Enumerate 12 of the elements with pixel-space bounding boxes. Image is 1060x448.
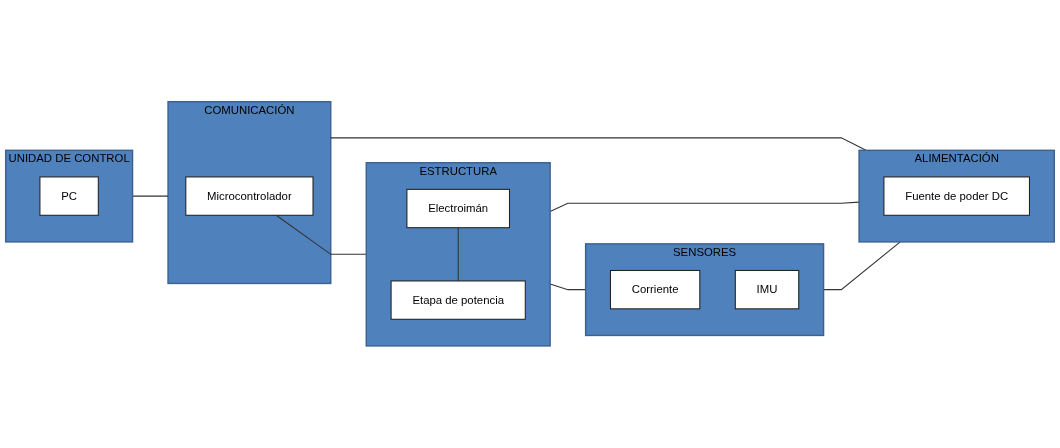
connector — [275, 214, 367, 256]
connector — [132, 195, 169, 197]
node-box: Microcontrolador — [185, 176, 314, 216]
node-box: Fuente de poder DC — [883, 176, 1030, 216]
node-box: Electroimán — [406, 189, 510, 229]
node-box: IMU — [734, 270, 800, 310]
connector — [823, 241, 901, 291]
node-box: PC — [39, 176, 99, 216]
connector — [330, 137, 867, 152]
node-box: Corriente — [609, 270, 701, 310]
node-box: Etapa de potencia — [390, 280, 526, 320]
connector — [457, 227, 459, 282]
